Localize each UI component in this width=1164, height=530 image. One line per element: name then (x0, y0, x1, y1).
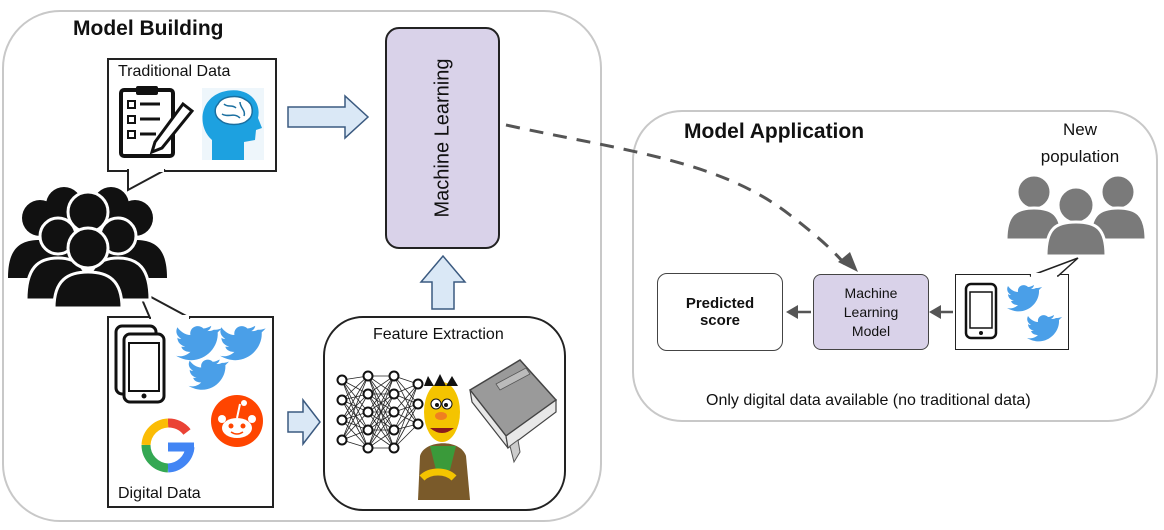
nn-edge (393, 403, 419, 449)
nn-edge (393, 383, 419, 449)
twitter-icon-2 (220, 325, 266, 361)
nn-node (388, 370, 400, 382)
nn-node (412, 398, 424, 410)
traditional-bubble-tail (127, 168, 166, 192)
nn-node (336, 414, 348, 426)
brain-icon (202, 88, 264, 160)
twitter-icon (176, 325, 222, 361)
predicted-score-line1: Predicted (685, 295, 755, 312)
nn-edge (341, 411, 369, 441)
ml-model-line2: Learning (843, 303, 899, 320)
new-population-line1: New (1062, 120, 1097, 139)
nn-edge (393, 423, 419, 449)
machine-learning-box: Machine Learning (385, 27, 500, 249)
neural-network-icon (336, 370, 424, 454)
nn-edge (393, 383, 419, 431)
predicted-score-line2: score (699, 312, 740, 329)
nn-edge (341, 379, 369, 449)
nn-node (388, 424, 400, 436)
traditional-data-label: Traditional Data (118, 63, 231, 80)
arrow-traditional-to-ml (287, 94, 370, 140)
footnote: Only digital data available (no traditio… (706, 392, 1031, 409)
nn-edge (341, 375, 369, 441)
nn-edge (393, 375, 419, 405)
dashed-arrow-ml-to-model (505, 123, 850, 269)
model-building-title: Model Building (73, 17, 224, 40)
ml-model-line3: Model (851, 322, 891, 339)
digital-data-label: Digital Data (118, 485, 201, 502)
checklist-icon (119, 86, 195, 158)
nn-edge (367, 375, 395, 431)
nn-node (362, 442, 374, 454)
twitter-icon-5 (1027, 315, 1062, 342)
nn-edge (367, 375, 395, 449)
nn-node (362, 370, 374, 382)
twitter-icon-3 (188, 359, 229, 390)
nn-edge (341, 379, 369, 431)
reddit-icon (211, 395, 263, 447)
nn-edge (341, 375, 369, 401)
nn-edge (341, 419, 369, 449)
new-population-bubble-tail (1029, 257, 1079, 277)
nn-node (388, 442, 400, 454)
gray-people-group-icon (1004, 173, 1148, 258)
nn-edge (341, 399, 369, 449)
smartphone-icon (114, 324, 166, 404)
nn-edge (393, 393, 419, 425)
people-group-icon (8, 187, 167, 310)
arrow-feature-to-ml (419, 254, 467, 310)
model-application-panel (632, 110, 1158, 422)
nn-edge (341, 375, 369, 421)
smartphone-icon-application (964, 282, 998, 340)
twitter-icon-4 (1007, 285, 1042, 312)
nn-node (388, 406, 400, 418)
bert-muppet-icon (418, 374, 470, 500)
nn-node (412, 378, 424, 390)
arrow-digital-to-feature (287, 397, 321, 447)
ml-model-box: Machine Learning Model (813, 274, 929, 350)
nn-node (362, 406, 374, 418)
feature-extraction-label: Feature Extraction (373, 326, 504, 343)
predicted-score-box: Predicted score (657, 273, 783, 351)
nn-node (362, 388, 374, 400)
nn-edge (367, 411, 395, 449)
google-icon (141, 418, 195, 473)
model-application-title: Model Application (684, 120, 865, 143)
new-population-line2: population (1040, 147, 1120, 166)
nn-node (412, 418, 424, 430)
nn-node (336, 394, 348, 406)
ml-model-line1: Machine (844, 284, 898, 301)
nn-node (336, 434, 348, 446)
nn-node (388, 388, 400, 400)
nn-edge (367, 375, 395, 413)
nn-node (362, 424, 374, 436)
nn-node (336, 374, 348, 386)
dictionary-book-icon (468, 359, 558, 464)
nn-edge (341, 379, 369, 413)
nn-edge (393, 383, 419, 413)
nn-edge (341, 393, 369, 441)
nn-edge (393, 375, 419, 425)
nn-edge (341, 399, 369, 431)
nn-edge (367, 393, 395, 449)
dashed-arrow-head (838, 252, 858, 272)
